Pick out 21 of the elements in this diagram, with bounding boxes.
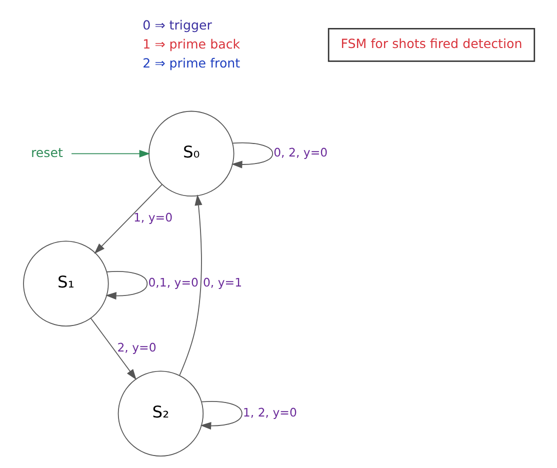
edge-label: 1, y=0 xyxy=(133,210,173,225)
arrow xyxy=(94,184,162,254)
arrow xyxy=(71,150,150,158)
node-box: FSM for shots fired detection xyxy=(328,28,536,62)
label: 2 ⇒ prime front xyxy=(142,56,240,71)
label: 0 ⇒ trigger xyxy=(142,18,212,33)
arrow xyxy=(90,318,136,380)
edge-label: 0, y=1 xyxy=(202,276,242,290)
arrow xyxy=(231,142,274,168)
node-circle: S₂ xyxy=(118,370,204,456)
edge-label: 0,1, y=0 xyxy=(148,276,198,290)
arrow xyxy=(106,271,148,300)
edge-label: 2, y=0 xyxy=(117,340,156,355)
edge-label: 0, 2, y=0 xyxy=(274,146,328,160)
node-circle: S₀ xyxy=(148,110,234,197)
arrow xyxy=(179,194,202,376)
edge-label: 1, 2, y=0 xyxy=(242,406,297,420)
node-text: reset xyxy=(30,145,63,160)
node-circle: S₁ xyxy=(23,240,109,327)
label: 1 ⇒ prime back xyxy=(142,36,240,52)
arrow xyxy=(200,400,242,430)
